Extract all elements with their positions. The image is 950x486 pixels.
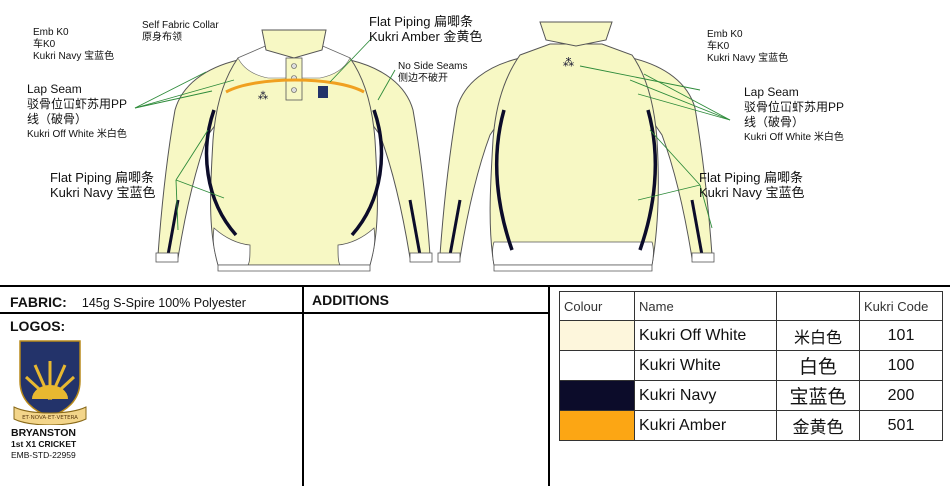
annotation-line: Flat Piping 扁唧条 xyxy=(699,170,804,185)
colour-table-header: Colour Name Kukri Code xyxy=(559,291,943,321)
svg-text:⁂: ⁂ xyxy=(258,91,268,102)
annotation-line: Kukri Navy 宝蓝色 xyxy=(33,51,115,62)
header-cn xyxy=(776,291,860,321)
annotation-collar: Self Fabric Collar 原身布领 xyxy=(142,20,219,44)
logos-label: LOGOS: xyxy=(10,318,66,334)
colour-cn: 米白色 xyxy=(776,320,860,351)
colour-code: 101 xyxy=(859,320,943,351)
annotation-line: 车K0 xyxy=(707,41,730,52)
fabric-row: FABRIC: 145g S-Spire 100% Polyester xyxy=(10,292,246,311)
colour-code: 501 xyxy=(859,410,943,441)
annotation-line: Kukri Navy 宝蓝色 xyxy=(50,185,156,200)
annotation-line: 车K0 xyxy=(33,39,56,50)
colour-name: Kukri Navy xyxy=(634,380,777,411)
shirt-illustration: ⁂ ⁂ xyxy=(134,21,731,272)
annotation-line: 驳骨位冚虾苏用PP xyxy=(744,100,845,114)
table-row: Kukri Off White 米白色 101 xyxy=(559,320,943,351)
annotation-line: 原身布领 xyxy=(142,32,182,43)
fabric-divider xyxy=(0,312,548,314)
annotation-emb-right: Emb K0 车K0 Kukri Navy 宝蓝色 xyxy=(707,29,788,65)
fabric-value: 145g S-Spire 100% Polyester xyxy=(81,296,246,310)
annotation-line: 驳骨位冚虾苏用PP xyxy=(27,97,128,111)
colour-code: 100 xyxy=(859,350,943,381)
annotation-emb-left: Emb K0 车K0 Kukri Navy 宝蓝色 xyxy=(33,27,114,63)
colour-cn: 白色 xyxy=(776,350,860,381)
annotation-line: 线（破骨） xyxy=(27,112,88,126)
crest-code: EMB-STD-22959 xyxy=(11,450,76,460)
annotation-lap-seam-left: Lap Seam 驳骨位冚虾苏用PP 线（破骨） Kukri Off White… xyxy=(27,82,127,142)
annotation-line: Kukri Off White 米白色 xyxy=(27,129,127,140)
annotation-flat-piping-left: Flat Piping 扁唧条 Kukri Navy 宝蓝色 xyxy=(50,170,155,200)
header-kukri-code: Kukri Code xyxy=(859,291,943,321)
colour-code: 200 xyxy=(859,380,943,411)
annotation-line: Kukri Amber 金黄色 xyxy=(369,29,483,44)
annotation-line: Kukri Navy 宝蓝色 xyxy=(707,53,789,64)
annotation-line: Emb K0 xyxy=(707,29,743,40)
annotation-no-side-seams: No Side Seams 侧边不破开 xyxy=(398,61,467,85)
colour-swatch xyxy=(559,350,635,381)
table-row: Kukri Amber 金黄色 501 xyxy=(559,410,943,441)
annotation-line: Flat Piping 扁唧条 xyxy=(50,170,155,185)
crest-caption: BRYANSTON 1st X1 CRICKET EMB-STD-22959 xyxy=(11,428,76,461)
annotation-flat-piping-top: Flat Piping 扁唧条 Kukri Amber 金黄色 xyxy=(369,14,482,44)
fabric-label: FABRIC: xyxy=(10,294,67,310)
svg-text:⁂: ⁂ xyxy=(563,56,574,69)
annotation-line: Lap Seam xyxy=(744,85,799,99)
header-colour: Colour xyxy=(559,291,635,321)
annotation-lap-seam-right: Lap Seam 驳骨位冚虾苏用PP 线（破骨） Kukri Off White… xyxy=(744,85,844,145)
table-row: Kukri White 白色 100 xyxy=(559,350,943,381)
crest-name: BRYANSTON xyxy=(11,427,76,439)
colour-cn: 宝蓝色 xyxy=(776,380,860,411)
colour-cn: 金黄色 xyxy=(776,410,860,441)
leader-lines xyxy=(134,37,731,231)
annotation-line: Kukri Off White 米白色 xyxy=(744,132,844,143)
annotation-line: Kukri Navy 宝蓝色 xyxy=(699,185,805,200)
crest-motto: ET·NOVA·ET·VETERA xyxy=(22,415,78,421)
annotation-line: Self Fabric Collar xyxy=(142,20,219,31)
colour-name: Kukri Amber xyxy=(634,410,777,441)
shirt-front: ⁂ xyxy=(155,29,433,272)
shirt-back: ⁂ xyxy=(437,21,715,272)
colour-swatch xyxy=(559,410,635,441)
colour-name: Kukri White xyxy=(634,350,777,381)
spec-panel xyxy=(0,285,950,486)
annotation-line: 侧边不破开 xyxy=(398,73,448,84)
table-row: Kukri Navy 宝蓝色 200 xyxy=(559,380,943,411)
colour-table: Colour Name Kukri Code Kukri Off White 米… xyxy=(559,291,943,441)
bryanston-crest-logo: ET·NOVA·ET·VETERA xyxy=(13,340,87,425)
colour-name: Kukri Off White xyxy=(634,320,777,351)
colour-swatch xyxy=(559,380,635,411)
col-divider-1 xyxy=(302,285,304,486)
col-divider-2 xyxy=(548,285,550,486)
additions-label: ADDITIONS xyxy=(312,292,389,308)
annotation-line: No Side Seams xyxy=(398,61,468,72)
annotation-line: Flat Piping 扁唧条 xyxy=(369,14,474,29)
colour-swatch xyxy=(559,320,635,351)
annotation-line: Emb K0 xyxy=(33,27,69,38)
crest-team: 1st X1 CRICKET xyxy=(11,439,77,449)
annotation-flat-piping-right: Flat Piping 扁唧条 Kukri Navy 宝蓝色 xyxy=(699,170,804,200)
annotation-line: Lap Seam xyxy=(27,82,82,96)
annotation-line: 线（破骨） xyxy=(744,115,805,129)
header-name: Name xyxy=(634,291,777,321)
